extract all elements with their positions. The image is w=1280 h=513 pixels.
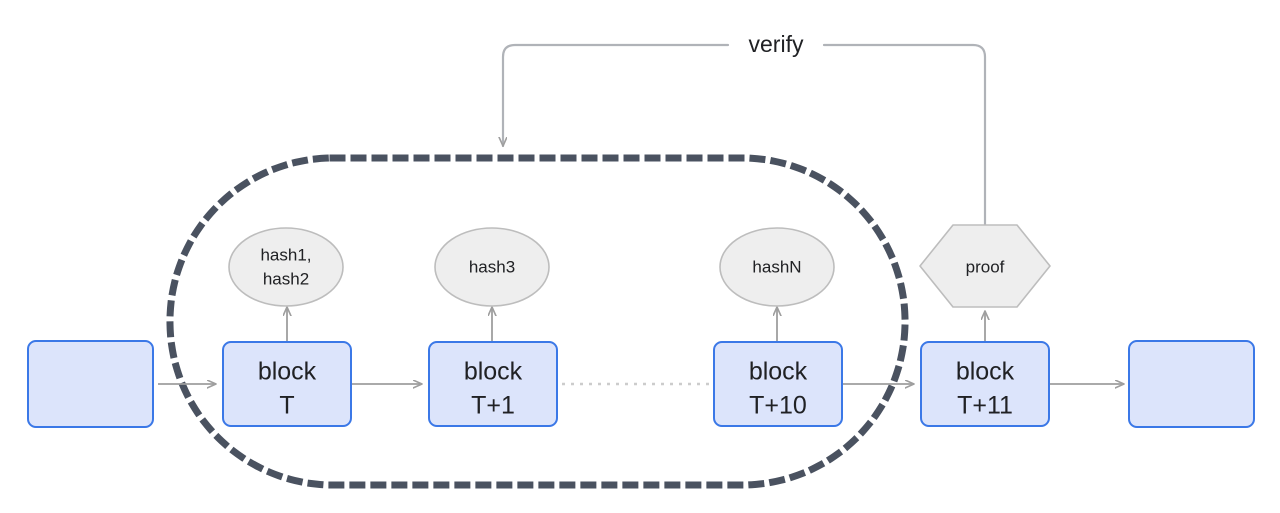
verify-edge-path-left	[503, 43, 730, 148]
hash-node-2: hash3	[434, 227, 550, 307]
block-t-line1: block	[258, 358, 317, 386]
block-t1: block T+1	[428, 341, 558, 427]
hash-node-1: hash1, hash2	[228, 227, 344, 307]
epoch-boundary	[166, 154, 909, 489]
block-t-line2: T	[279, 392, 294, 420]
verify-edge-path	[822, 43, 987, 227]
block-t11-line2: T+11	[957, 392, 1013, 420]
block-t1-line2: T+1	[471, 392, 515, 420]
hash-node-3: hashN	[719, 227, 835, 307]
hash-node-1-line2: hash2	[263, 269, 309, 288]
block-t10-line2: T+10	[749, 392, 807, 420]
block-t11: block T+11	[920, 341, 1050, 427]
proof-node-label: proof	[966, 257, 1005, 276]
hash-node-2-line1: hash3	[469, 257, 515, 276]
block-t11-line1: block	[956, 358, 1015, 386]
block-t: block T	[222, 341, 352, 427]
proof-node: proof	[919, 224, 1051, 308]
verify-edge-label: verify	[749, 31, 804, 57]
hash-node-3-line1: hashN	[752, 257, 801, 276]
block-t1-line1: block	[464, 358, 523, 386]
block-t10-line1: block	[749, 358, 808, 386]
block-t10: block T+10	[713, 341, 843, 427]
block-right-stub	[1128, 340, 1255, 428]
hash-node-1-line1: hash1,	[260, 245, 311, 264]
block-left-stub	[27, 340, 154, 428]
